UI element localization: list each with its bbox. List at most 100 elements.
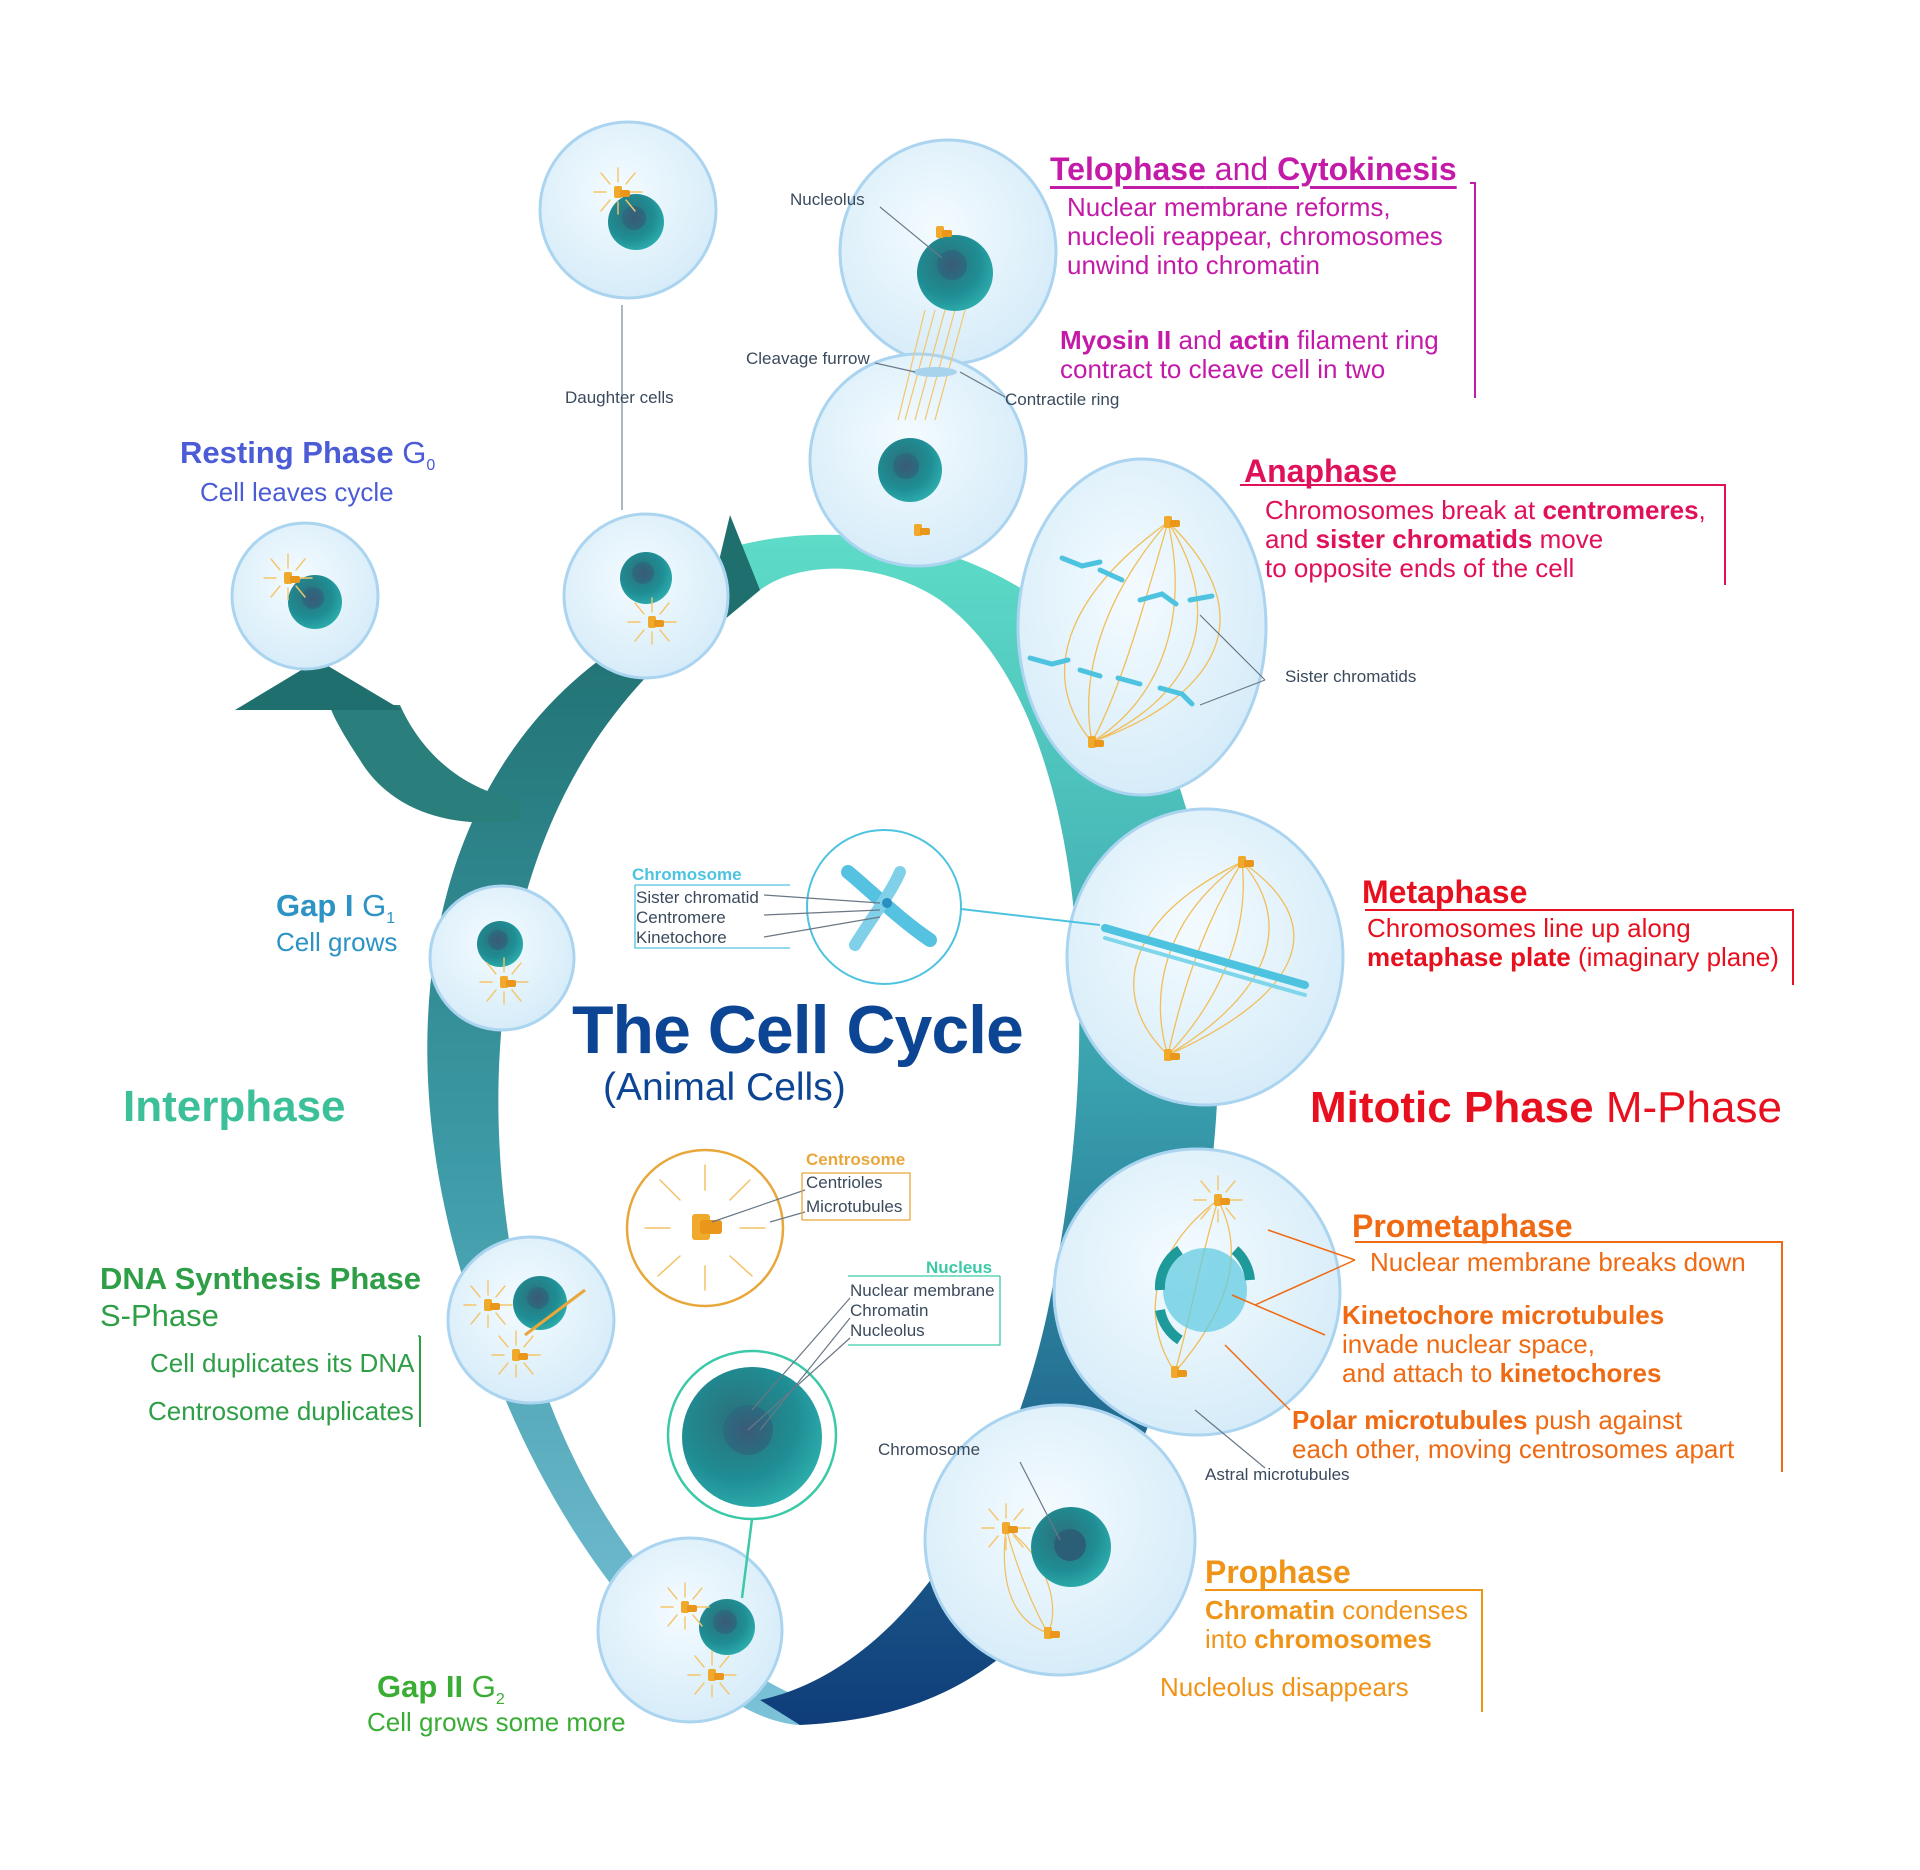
prophase-line-1: Chromatin condenses	[1205, 1595, 1468, 1626]
prometaphase-line-1: Nuclear membrane breaks down	[1370, 1247, 1746, 1277]
prometaphase-kinetochores: kinetochores	[1499, 1358, 1662, 1388]
legend-nucleus-item-1: Nuclear membrane	[850, 1281, 995, 1300]
anaphase-line-3: to opposite ends of the cell	[1265, 553, 1575, 583]
ring-text: filament ring	[1297, 325, 1439, 355]
anaphase-l1c: ,	[1698, 495, 1706, 525]
anaphase-l2a: and	[1265, 524, 1309, 554]
label-daughter-cells: Daughter cells	[565, 388, 674, 407]
prophase-chromosomes: chromosomes	[1254, 1624, 1432, 1654]
cell-anaphase	[1016, 457, 1268, 797]
prometaphase-line-6: each other, moving centrosomes apart	[1292, 1434, 1735, 1464]
label-sister-chromatids: Sister chromatids	[1285, 667, 1417, 686]
resting-phase-name: Resting Phase	[180, 435, 394, 470]
cell-resting-g0	[230, 521, 380, 671]
telophase-desc-3: unwind into chromatin	[1067, 250, 1320, 280]
gap1-desc: Cell grows	[276, 927, 398, 957]
interphase-arc	[427, 590, 840, 1725]
mitotic-phase-symbol: M-Phase	[1605, 1083, 1782, 1132]
cell-metaphase	[1065, 807, 1345, 1107]
legend-chromosome-circle	[806, 829, 1101, 985]
synthesis-symbol: S-Phase	[100, 1298, 219, 1333]
gap2-title: Gap II G2	[377, 1668, 505, 1709]
legend-nucleus-circle	[666, 1349, 838, 1599]
legend-nucleus-title: Nucleus	[926, 1258, 993, 1277]
anaphase-sister-chromatids: sister chromatids	[1315, 524, 1533, 554]
prometaphase-l4a: and attach to	[1342, 1358, 1493, 1388]
telophase-desc-2: nucleoli reappear, chromosomes	[1067, 221, 1443, 251]
label-astral-microtubules: Astral microtubules	[1205, 1465, 1350, 1484]
resting-phase-subscript: 0	[426, 457, 436, 475]
actin-text: actin	[1229, 325, 1290, 355]
gap1-symbol: G	[362, 888, 387, 923]
telophase-myosin-line: Myosin II and actin filament ring	[1060, 325, 1439, 356]
page-title: The Cell Cycle	[572, 992, 1024, 1068]
legend-centrosome-item-1: Centrioles	[806, 1173, 883, 1192]
g0-exit-arrow	[330, 705, 520, 823]
legend-centrosome-circle	[524, 1148, 785, 1337]
cell-daughter-top	[538, 120, 718, 300]
prometaphase-polar: Polar microtubules	[1292, 1405, 1528, 1435]
metaphase-line-2: metaphase plate (imaginary plane)	[1367, 942, 1779, 973]
gap2-symbol: G	[471, 1669, 496, 1704]
legend-chromosome-title: Chromosome	[632, 865, 742, 884]
myosin-text: Myosin II	[1060, 325, 1172, 355]
anaphase-l2c: move	[1539, 524, 1604, 554]
g0-arrowhead	[235, 660, 402, 710]
telophase-cleave-line: contract to cleave cell in two	[1060, 354, 1386, 384]
label-cleavage-furrow: Cleavage furrow	[746, 349, 870, 368]
telophase-desc-1: Nuclear membrane reforms,	[1067, 192, 1391, 222]
gap1-name: Gap I	[276, 888, 354, 923]
metaphase-line-1: Chromosomes line up along	[1367, 913, 1691, 943]
prophase-line-2: into chromosomes	[1205, 1624, 1432, 1655]
metaphase-imaginary: (imaginary plane)	[1577, 942, 1779, 972]
label-chromosome-prophase: Chromosome	[878, 1440, 981, 1459]
page-subtitle: (Animal Cells)	[603, 1066, 846, 1109]
metaphase-title: Metaphase	[1362, 874, 1528, 910]
cell-gap1	[428, 884, 576, 1032]
anaphase-centromeres: centromeres	[1542, 495, 1699, 525]
label-contractile-ring: Contractile ring	[1005, 390, 1120, 409]
prometaphase-line-2: Kinetochore microtubules	[1342, 1300, 1665, 1330]
cytokinesis-name: Cytokinesis	[1277, 151, 1457, 187]
myosin-and: and	[1178, 325, 1222, 355]
cell-daughter-lower	[562, 512, 730, 680]
mitotic-phase-name: Mitotic Phase	[1310, 1083, 1594, 1132]
prometaphase-line-4: and attach to kinetochores	[1342, 1358, 1661, 1389]
gap1-title: Gap I G1	[276, 887, 395, 928]
cell-prometaphase	[1052, 1147, 1342, 1437]
prophase-condenses: condenses	[1342, 1595, 1468, 1625]
cell-s-phase	[446, 1235, 616, 1405]
cell-telophase	[808, 138, 1058, 568]
anaphase-l1a: Chromosomes break at	[1265, 495, 1536, 525]
anaphase-title: Anaphase	[1244, 453, 1397, 489]
resting-phase-title: Resting Phase G0	[180, 434, 435, 475]
legend-chromosome-item-3: Kinetochore	[636, 928, 727, 947]
anaphase-line-1: Chromosomes break at centromeres,	[1265, 495, 1706, 526]
legend-centrosome-item-2: Microtubules	[806, 1197, 903, 1216]
prophase-title: Prophase	[1205, 1554, 1351, 1590]
telophase-and: and	[1214, 151, 1269, 187]
telophase-title: Telophase and Cytokinesis	[1050, 150, 1457, 188]
resting-phase-desc: Cell leaves cycle	[200, 477, 394, 507]
legend-chromosome-item-2: Centromere	[636, 908, 726, 927]
prophase-line-3: Nucleolus disappears	[1160, 1672, 1409, 1702]
mitotic-phase-label: Mitotic Phase M-Phase	[1310, 1082, 1782, 1135]
prometaphase-title: Prometaphase	[1352, 1208, 1573, 1244]
gap2-desc: Cell grows some more	[367, 1707, 626, 1737]
prophase-chromatin: Chromatin	[1205, 1595, 1335, 1625]
legend-nucleus-item-2: Chromatin	[850, 1301, 929, 1320]
gap2-name: Gap II	[377, 1669, 464, 1704]
synthesis-desc-dna: Cell duplicates its DNA	[150, 1348, 415, 1378]
legend-centrosome-title: Centrosome	[806, 1150, 906, 1169]
prometaphase-line-3: invade nuclear space,	[1342, 1329, 1595, 1359]
interphase-label: Interphase	[123, 1082, 346, 1131]
metaphase-plate: metaphase plate	[1367, 942, 1571, 972]
prometaphase-line-5: Polar microtubules push against	[1292, 1405, 1682, 1436]
synthesis-title: DNA Synthesis Phase	[100, 1261, 422, 1296]
prophase-into: into	[1205, 1624, 1247, 1654]
gap1-subscript: 1	[386, 910, 396, 928]
telophase-name: Telophase	[1050, 151, 1206, 187]
gap2-subscript: 2	[495, 1691, 505, 1709]
